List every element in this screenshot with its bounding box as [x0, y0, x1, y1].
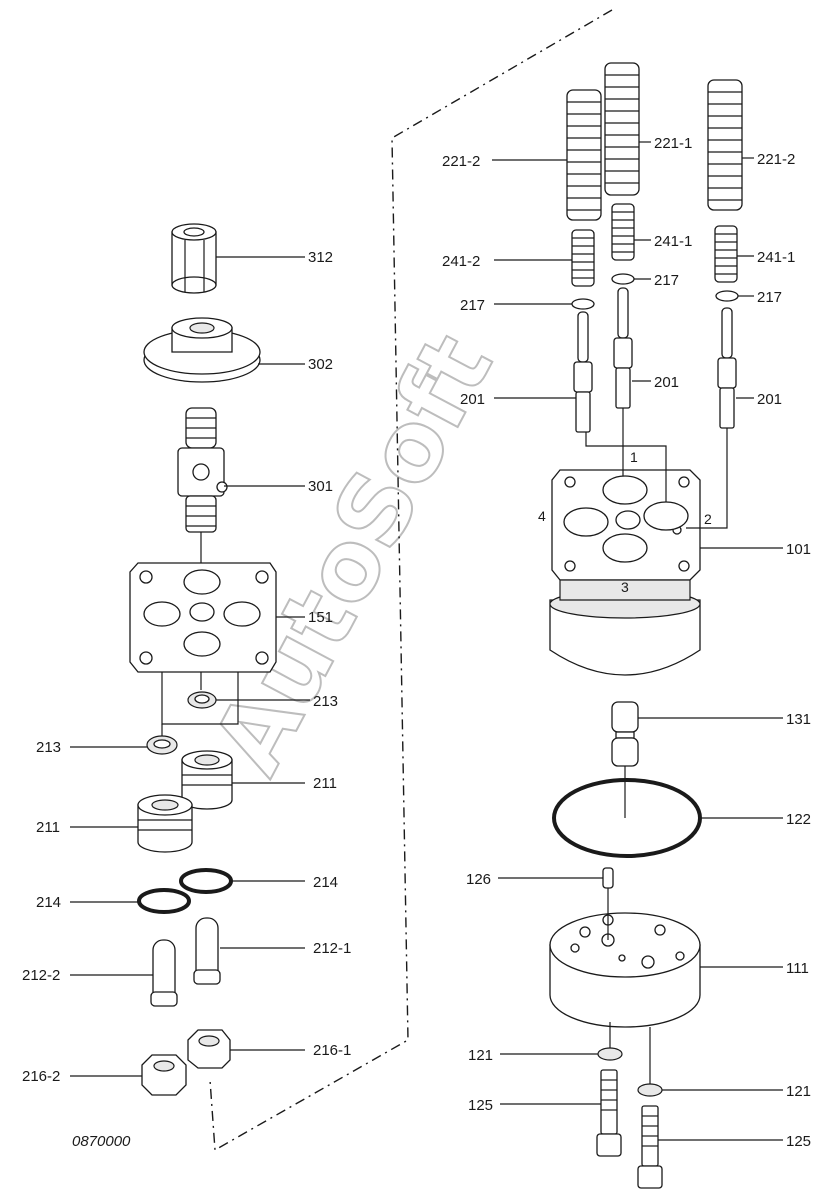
label-216-2: 216-2 — [22, 1068, 60, 1085]
part-201-plunger-left — [573, 311, 593, 433]
label-241-1-center: 241-1 — [654, 233, 692, 250]
label-151: 151 — [308, 609, 333, 626]
label-214-left: 214 — [36, 894, 61, 911]
part-241-1-spring-small-center — [611, 203, 635, 261]
port-number-2: 2 — [704, 511, 712, 527]
label-213-lower: 213 — [36, 739, 61, 756]
label-301: 301 — [308, 478, 333, 495]
part-201-plunger-right — [717, 307, 737, 429]
label-211-left: 211 — [36, 819, 60, 836]
label-241-2: 241-2 — [442, 253, 480, 270]
part-212-2-pin — [150, 939, 178, 1007]
label-125-left: 125 — [468, 1097, 493, 1114]
part-131-spool — [611, 701, 639, 767]
part-216-1-hex-cap — [187, 1029, 231, 1069]
part-302-disc-plate — [143, 317, 261, 383]
assembly-boundary-line — [209, 9, 613, 1152]
part-312-hex-nut — [171, 223, 217, 294]
label-221-2-left: 221-2 — [442, 153, 480, 170]
part-214-o-ring-left — [137, 888, 191, 914]
part-122-o-ring — [552, 778, 702, 858]
part-217-washer-center — [611, 273, 635, 285]
part-121-washer-left — [597, 1047, 623, 1061]
label-201-right: 201 — [757, 391, 782, 408]
label-214-right: 214 — [313, 874, 338, 891]
part-241-2-spring-small-left — [571, 229, 595, 287]
part-125-bolt-left — [596, 1069, 622, 1157]
label-216-1: 216-1 — [313, 1042, 351, 1059]
label-221-2-right: 221-2 — [757, 151, 795, 168]
label-217-left: 217 — [460, 297, 485, 314]
label-201-center: 201 — [654, 374, 679, 391]
port-number-3: 3 — [621, 579, 629, 595]
part-301-joint-shaft — [177, 407, 228, 533]
label-101: 101 — [786, 541, 811, 558]
part-201-plunger-center — [613, 287, 633, 409]
label-111: 111 — [786, 960, 809, 977]
label-221-1: 221-1 — [654, 135, 692, 152]
part-211-plug-right — [181, 750, 233, 810]
label-211-right: 211 — [313, 775, 337, 792]
drawing-code: 0870000 — [72, 1133, 131, 1150]
label-302: 302 — [308, 356, 333, 373]
label-241-1-right: 241-1 — [757, 249, 795, 266]
port-number-4: 4 — [538, 508, 546, 524]
part-214-o-ring-right — [179, 868, 233, 894]
part-221-1-spring-center — [604, 62, 640, 196]
label-201-left: 201 — [460, 391, 485, 408]
label-217-center: 217 — [654, 272, 679, 289]
label-131: 131 — [786, 711, 811, 728]
part-221-2-spring-right — [707, 79, 743, 211]
part-151-gasket-plate — [129, 562, 277, 673]
port-number-1: 1 — [630, 449, 638, 465]
part-221-2-spring-left — [566, 89, 602, 221]
label-213-upper: 213 — [313, 693, 338, 710]
part-241-1-spring-small-right — [714, 225, 738, 283]
part-217-washer-left — [571, 298, 595, 310]
part-217-washer-right — [715, 290, 739, 302]
label-312: 312 — [308, 249, 333, 266]
part-111-port-plate — [549, 912, 701, 1028]
label-217-right: 217 — [757, 289, 782, 306]
part-101-casing — [549, 469, 701, 676]
part-216-2-hex-cap — [141, 1054, 187, 1096]
label-121-right: 121 — [786, 1083, 811, 1100]
part-211-plug-left — [137, 794, 193, 853]
part-125-bolt-right — [637, 1105, 663, 1189]
part-126-pin — [602, 867, 614, 889]
label-212-1: 212-1 — [313, 940, 351, 957]
part-212-1-pin — [193, 917, 221, 985]
part-121-washer-right — [637, 1083, 663, 1097]
label-122: 122 — [786, 811, 811, 828]
autosoft-watermark: AutoSoft — [191, 317, 514, 791]
label-121-left: 121 — [468, 1047, 493, 1064]
label-125-right: 125 — [786, 1133, 811, 1150]
label-126: 126 — [466, 871, 491, 888]
label-212-2: 212-2 — [22, 967, 60, 984]
